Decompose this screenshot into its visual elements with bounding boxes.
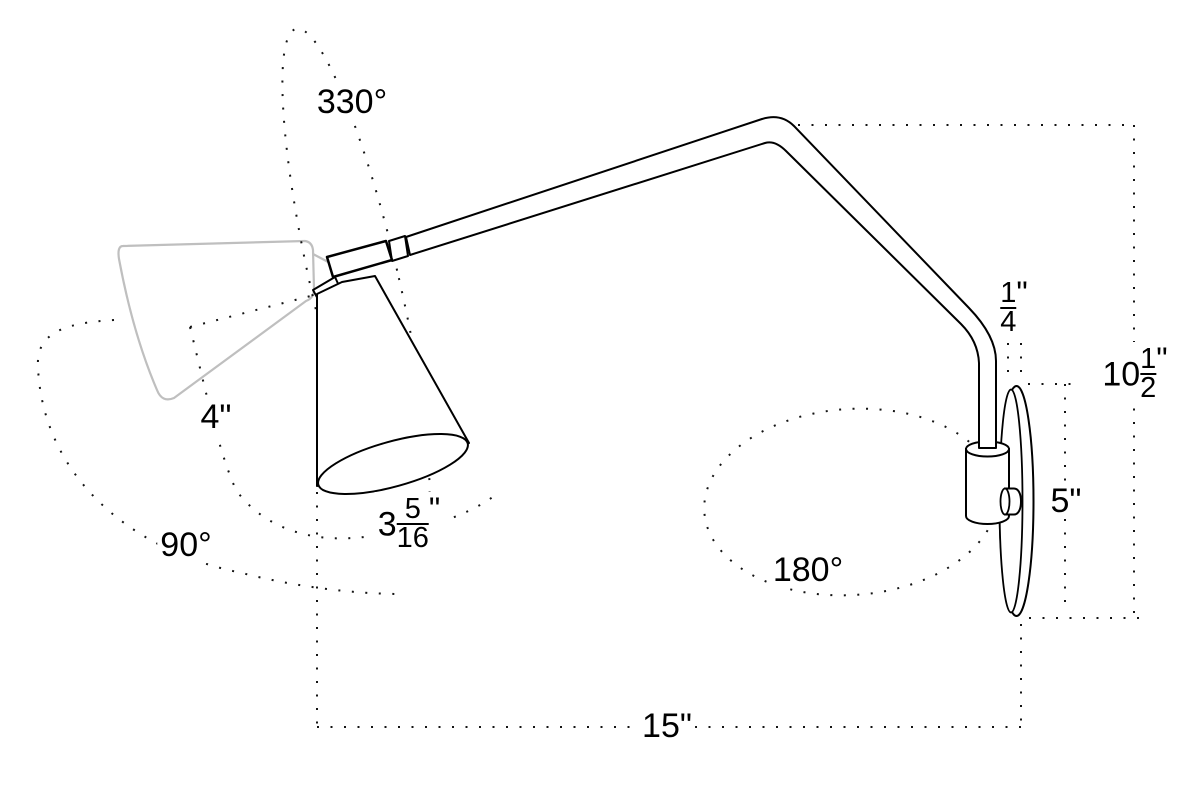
rotation-180-ellipse: [703, 407, 999, 597]
rotation-330-ellipse: [281, 27, 431, 549]
lamp-arm: [388, 116, 997, 449]
label-15in: 15": [639, 708, 695, 744]
lamp-shade: [316, 275, 470, 495]
rotation-90-arc: [36, 319, 403, 595]
label-4in: 4": [197, 399, 235, 435]
label-90deg: 90°: [157, 527, 215, 563]
label-180deg: 180°: [769, 552, 847, 588]
lamp-shade-rim: [317, 433, 469, 495]
adjust-knob-cap: [999, 487, 1011, 516]
label-5in: 5": [1047, 483, 1085, 519]
mount-cylinder: [965, 440, 1010, 526]
adjust-knob: [999, 487, 1023, 516]
label-330deg: 330°: [313, 84, 391, 120]
dotted-construction-lines: [36, 27, 999, 597]
ghost-shade-outline: [117, 239, 335, 401]
